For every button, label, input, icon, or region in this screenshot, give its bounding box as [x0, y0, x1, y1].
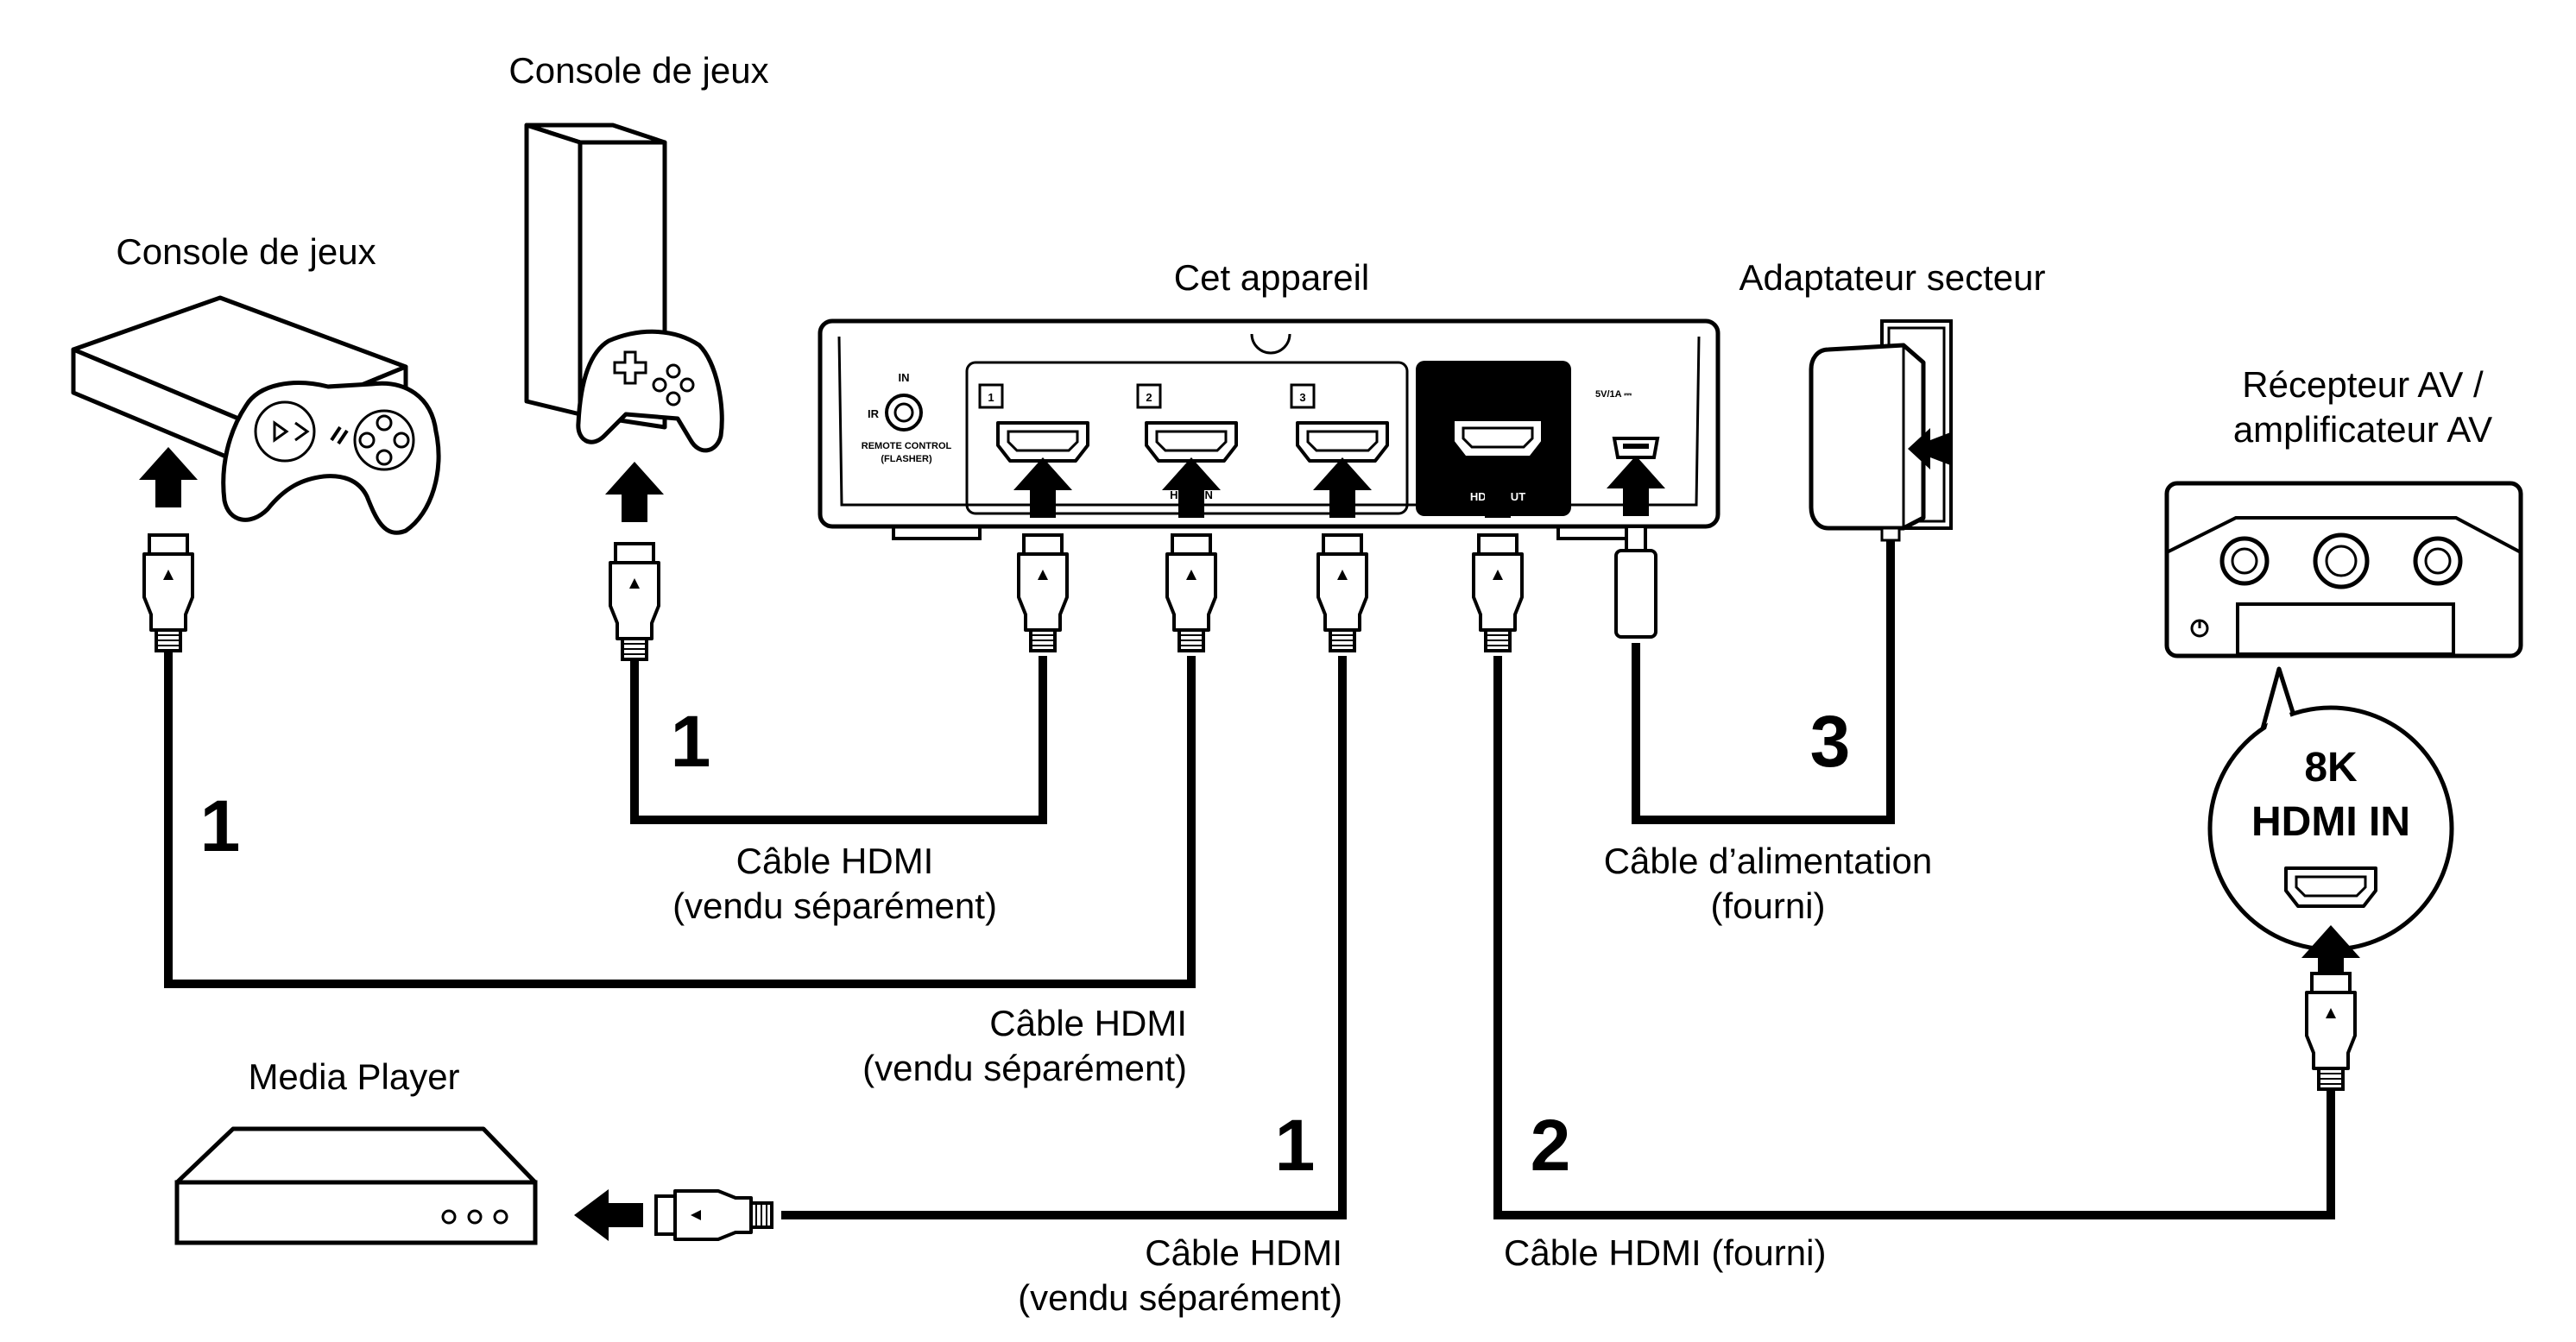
- receiver-label-line2: amplificateur AV: [2233, 409, 2492, 450]
- remote-control-label: REMOTE CONTROL: [862, 441, 952, 451]
- cable-top-console: [630, 656, 1047, 824]
- hdmi-plug-console-top: [609, 542, 660, 661]
- flasher-label: (FLASHER): [881, 454, 932, 464]
- step-number-power: 3: [1810, 701, 1851, 782]
- game-console-tower: [524, 123, 724, 453]
- cable-a-label-line1: Câble HDMI: [736, 841, 934, 881]
- step-number-top-console: 1: [671, 701, 711, 782]
- hdmi-in-callout: 8K HDMI IN: [2207, 666, 2454, 952]
- callout-8k-label: 8K: [2304, 745, 2358, 791]
- game-console-flat: [71, 295, 441, 535]
- ac-adapter: [1809, 319, 1953, 542]
- media-player-label: Media Player: [248, 1056, 459, 1097]
- port-3-number: 3: [1299, 391, 1305, 404]
- power-cable: [1632, 539, 1895, 824]
- cable-media-player: [781, 656, 1347, 1219]
- cable-b-label-line1: Câble HDMI: [989, 1003, 1187, 1043]
- ir-in-label: IN: [899, 371, 910, 384]
- power-rating-label: 5V/1A ⎓: [1595, 389, 1632, 400]
- device-label: Cet appareil: [1174, 257, 1369, 298]
- port-1-number: 1: [988, 391, 994, 404]
- av-receiver: [2164, 481, 2523, 658]
- hdmi-plug-in-1: [1017, 533, 1069, 652]
- power-cable-label-line1: Câble d’alimentation: [1604, 841, 1933, 881]
- arrow-to-console-top: [605, 462, 664, 522]
- hdmi-plug-console-left: [142, 533, 194, 652]
- arrow-to-console-left: [139, 447, 198, 507]
- ir-remote-jack: IN IR REMOTE CONTROL (FLASHER): [862, 371, 952, 464]
- step-number-media-player: 1: [1275, 1105, 1316, 1186]
- hdmi-in-port-3: 3: [1290, 383, 1389, 463]
- cable-hdmi-out: [1493, 656, 2335, 1219]
- device-body: [818, 318, 1720, 540]
- hdmi-plug-in-3: [1316, 533, 1368, 652]
- power-cable-label-line2: (fourni): [1710, 885, 1825, 926]
- step-number-left-console: 1: [200, 785, 241, 866]
- hdmi-in-port-2: 2: [1136, 383, 1238, 463]
- console-left-label: Console de jeux: [116, 231, 376, 272]
- gamepad-icon: [576, 329, 724, 453]
- arrow-to-media-player: [574, 1189, 643, 1241]
- cable-a-label-line2: (vendu séparément): [672, 885, 997, 926]
- cable-c-label-line2: (vendu séparément): [1018, 1277, 1342, 1318]
- cable-left-console: [164, 647, 1196, 988]
- console-top-label: Console de jeux: [508, 50, 768, 91]
- hdmi-plug-in-2: [1165, 533, 1217, 652]
- port-2-number: 2: [1146, 391, 1152, 404]
- callout-hdmi-in-label: HDMI IN: [2251, 799, 2410, 845]
- cable-b-label-line2: (vendu séparément): [862, 1048, 1187, 1088]
- gamepad-icon: [221, 381, 441, 535]
- hdmi-in-port-1: 1: [978, 383, 1089, 463]
- adapter-label: Adaptateur secteur: [1739, 257, 2046, 298]
- ir-label: IR: [868, 407, 880, 420]
- power-plug: [1614, 525, 1657, 639]
- step-number-hdmi-out: 2: [1531, 1105, 1571, 1186]
- hdmi-plug-media-player: [654, 1189, 773, 1241]
- power-port: 5V/1A ⎓: [1595, 389, 1660, 459]
- hdmi-plug-out: [1472, 533, 1524, 652]
- hdmi-plug-receiver: [2305, 972, 2357, 1091]
- cable-c-label-line1: Câble HDMI: [1145, 1232, 1342, 1273]
- hdmi-out-port: [1451, 418, 1544, 459]
- cable-out-label: Câble HDMI (fourni): [1504, 1232, 1826, 1273]
- receiver-label-line1: Récepteur AV /: [2242, 364, 2484, 405]
- media-player: [174, 1126, 538, 1245]
